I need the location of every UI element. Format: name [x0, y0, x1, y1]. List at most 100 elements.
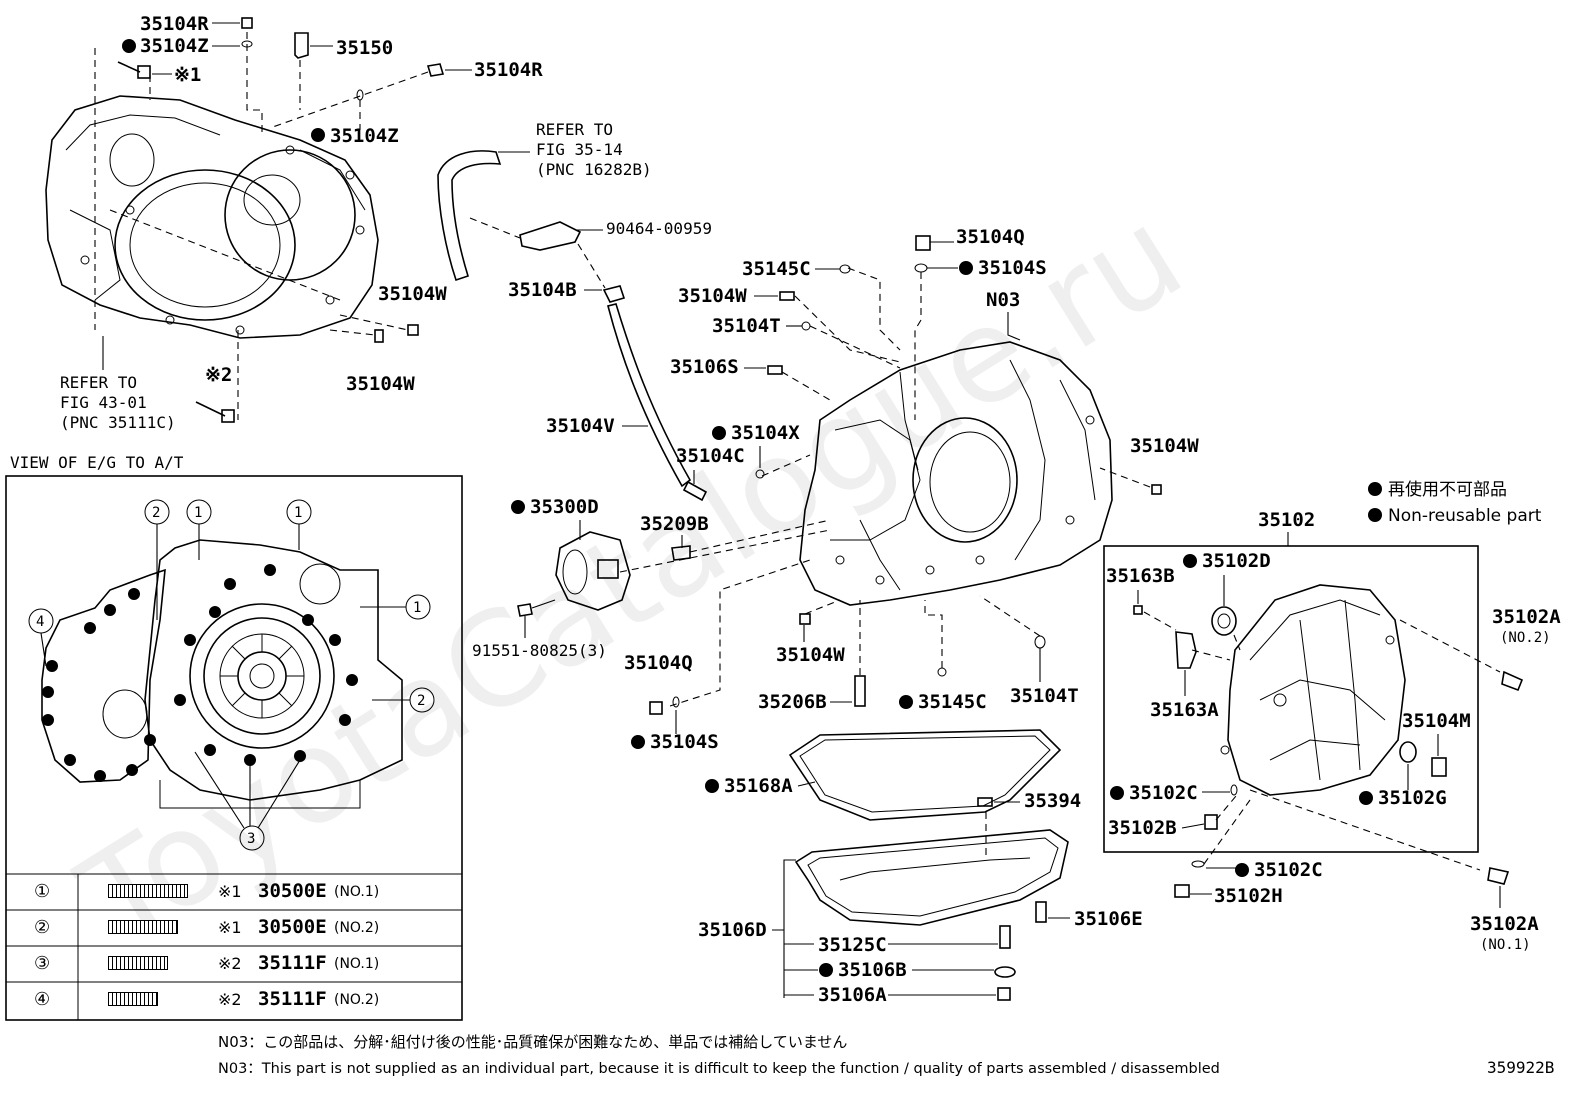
label-35104Z-top: 35104Z: [140, 35, 209, 57]
bolt-table: [6, 873, 462, 1020]
row-note: ※2: [218, 954, 242, 973]
label-35168A: 35168A: [724, 775, 793, 797]
label-35104S-top: 35104S: [978, 257, 1047, 279]
refer-fig35-line2: FIG 35-14: [536, 140, 623, 159]
oil-strainer-35300D: 35300D 91551-80825(3): [472, 496, 631, 660]
dashed-guides-right: [1143, 611, 1501, 871]
row-note: ※1: [218, 882, 242, 901]
label-35150: 35150: [336, 37, 393, 59]
label-35102C-b: 35102C: [1254, 859, 1323, 881]
label-35106B: 35106B: [838, 959, 907, 981]
transaxle-case-center: [799, 341, 1113, 606]
row-ref: ③: [34, 953, 51, 974]
extension-housing-box: [1103, 545, 1479, 853]
label-35104R-right: 35104R: [474, 59, 543, 81]
label-35104T-bottom: 35104T: [1010, 685, 1079, 707]
label-35104W-d: 35104W: [1130, 435, 1199, 457]
label-35104Q-bottom: 35104Q: [624, 652, 693, 674]
label-35104W-c: 35104W: [678, 285, 747, 307]
bolt-icon: [108, 956, 168, 970]
footnote-jp: N03：この部品は、分解･組付け後の性能･品質確保が困難なため、単品では補給して…: [218, 1033, 848, 1051]
label-35102: 35102: [1258, 509, 1315, 531]
row-note: ※1: [218, 918, 242, 937]
callout-3-bottom: 3: [247, 831, 255, 847]
small-parts-top-left: [117, 17, 445, 423]
footnote-en: N03：This part is not supplied as an indi…: [218, 1061, 1220, 1077]
label-35102H: 35102H: [1214, 885, 1283, 907]
labels-center: 35104Q 35145C 35104S 35104W N03 35104T 3…: [624, 226, 1199, 753]
label-35104Q-top: 35104Q: [956, 226, 1025, 248]
callout-2-right: 2: [417, 693, 425, 709]
label-35104X: 35104X: [731, 422, 800, 444]
label-91551-80825: 91551-80825(3): [472, 641, 607, 660]
watermark: ToyotaCatalogue.ru: [55, 178, 1207, 977]
refer-fig43-line3: (PNC 35111C): [60, 413, 176, 432]
label-35106D: 35106D: [698, 919, 767, 941]
row-sub: (NO.1): [334, 884, 380, 900]
labels-top-center: REFER TO FIG 35-14 (PNC 16282B) 90464-00…: [469, 120, 712, 437]
label-90464-00959: 90464-00959: [606, 219, 712, 238]
callout-1-top-a: 1: [194, 505, 202, 521]
oil-cooler-hose: [437, 150, 708, 502]
table-row: ② ※1 30500E (NO.2): [6, 910, 462, 946]
legend-jp: 再使用不可部品: [1388, 479, 1507, 500]
label-35104V: 35104V: [546, 415, 615, 437]
row-part: 30500E: [258, 916, 327, 938]
label-note-2: ※2: [205, 364, 232, 386]
label-35104M: 35104M: [1402, 710, 1471, 732]
label-35300D: 35300D: [530, 496, 599, 518]
row-sub: (NO.2): [334, 992, 380, 1008]
label-35102A-no2-sub: (NO.2): [1500, 630, 1551, 646]
labels-top-left: 35104R 35104Z 35150 ※1 35104R 35104Z 351…: [60, 13, 543, 432]
dashed-guides-top-left: [94, 32, 429, 420]
legend-en: Non-reusable part: [1388, 506, 1542, 526]
bolt-icon: [108, 884, 188, 898]
engine-to-transaxle-view: [41, 539, 403, 809]
row-sub: (NO.2): [334, 920, 380, 936]
bolt-icon: [108, 920, 178, 934]
label-35163A: 35163A: [1150, 699, 1219, 721]
row-part: 30500E: [258, 880, 327, 902]
row-ref: ①: [34, 881, 51, 902]
legend: 再使用不可部品 Non-reusable part: [1368, 479, 1542, 526]
label-35102A-no1-sub: (NO.1): [1480, 937, 1531, 953]
label-35209B: 35209B: [640, 513, 709, 535]
label-35125C: 35125C: [818, 934, 887, 956]
label-35104W-a: 35104W: [378, 283, 447, 305]
label-35102D: 35102D: [1202, 550, 1271, 572]
table-row: ③ ※2 35111F (NO.1): [6, 946, 462, 982]
label-35104B: 35104B: [508, 279, 577, 301]
label-35145C-top: 35145C: [742, 258, 811, 280]
transaxle-housing-left: [45, 95, 379, 339]
refer-fig35-line1: REFER TO: [536, 120, 613, 139]
diagram-code: 359922B: [1487, 1058, 1555, 1077]
labels-oil-pan: 35168A 35394 35106E 35106D 35125C 35106B…: [698, 775, 1143, 1006]
table-row: ④ ※2 35111F (NO.2): [6, 982, 462, 1020]
oil-pan-assembly: [788, 729, 1069, 1001]
label-35104S-bottom: 35104S: [650, 731, 719, 753]
label-35102C-a: 35102C: [1129, 782, 1198, 804]
table-row: ① ※1 30500E (NO.1): [6, 874, 462, 910]
refer-fig43-line2: FIG 43-01: [60, 393, 147, 412]
label-N03: N03: [986, 289, 1020, 311]
label-35104R-top: 35104R: [140, 13, 209, 35]
label-35104T-top: 35104T: [712, 315, 781, 337]
row-part: 35111F: [258, 988, 327, 1010]
label-35104C: 35104C: [676, 445, 745, 467]
label-35104Z-mid: 35104Z: [330, 125, 399, 147]
row-note: ※2: [218, 990, 242, 1009]
label-note-1: ※1: [174, 64, 201, 86]
label-35394: 35394: [1024, 790, 1081, 812]
label-35106E: 35106E: [1074, 908, 1143, 930]
callout-1-top-b: 1: [294, 505, 302, 521]
label-35106A: 35106A: [818, 984, 887, 1006]
refer-fig35-line3: (PNC 16282B): [536, 160, 652, 179]
label-35104W-e: 35104W: [776, 644, 845, 666]
callout-1-right: 1: [413, 600, 421, 616]
extension-housing: [1133, 584, 1524, 898]
label-35104W-b: 35104W: [346, 373, 415, 395]
bolt-table-rows: ① ※1 30500E (NO.1) ② ※1 30500E (NO.2) ③ …: [6, 874, 462, 1020]
view-box: [5, 475, 463, 1021]
label-35102A-no1: 35102A: [1470, 913, 1539, 935]
callout-2-top: 2: [152, 505, 160, 521]
